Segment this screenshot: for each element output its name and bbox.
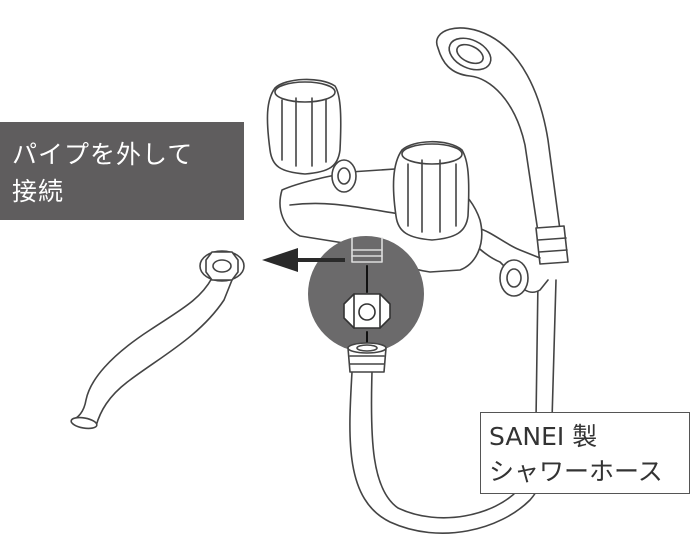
instruction-line-1: パイプを外して (12, 140, 194, 169)
nut-icon (343, 293, 391, 347)
spout-pipe-icon (70, 250, 245, 430)
product-line-1: SANEI 製 (489, 422, 598, 451)
product-label: SANEI 製 シャワーホース (480, 412, 690, 494)
instruction-label: パイプを外して 接続 (0, 122, 244, 220)
instruction-line-2: 接続 (12, 177, 65, 206)
product-line-2: シャワーホース (489, 457, 663, 486)
shower-head-icon (435, 27, 569, 265)
arrow-left-icon (262, 248, 345, 272)
